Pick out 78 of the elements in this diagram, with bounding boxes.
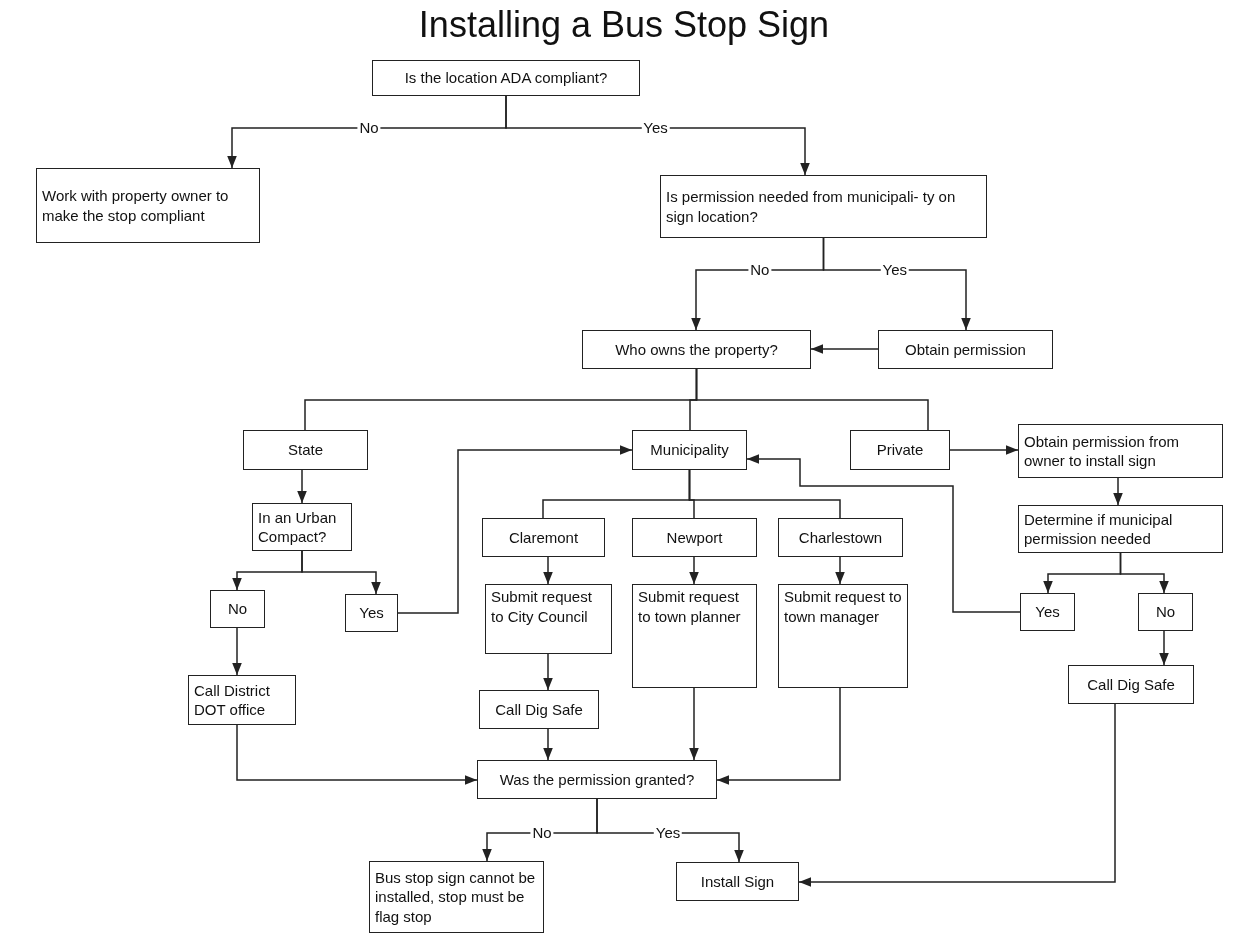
step-box: [485, 584, 612, 654]
arrow: [798, 703, 1116, 887]
step-box: [676, 862, 799, 901]
step-box: [778, 584, 908, 688]
arrow: [301, 550, 381, 595]
arrow: [236, 724, 478, 785]
arrow: [397, 445, 633, 614]
box-text: Newport: [666, 527, 723, 548]
step-box: [345, 594, 398, 632]
box-text: Was the permission granted?: [499, 769, 695, 790]
step-box: [1068, 665, 1194, 704]
box-text: Yes: [359, 603, 384, 623]
question-box: [372, 60, 640, 96]
box-text: Who owns the property?: [615, 339, 778, 360]
question-box: [252, 503, 352, 551]
step-box: [36, 168, 260, 243]
arrow: [1119, 552, 1169, 594]
box-text: State: [288, 440, 323, 460]
arrow: [543, 653, 553, 691]
box-text: Claremont: [508, 527, 579, 548]
box-text: No: [1155, 602, 1176, 622]
arrow: [505, 95, 810, 176]
box-text: Submit request to City Council: [491, 587, 593, 626]
step-box: [632, 518, 757, 557]
box-text: Determine if municipal permission needed: [1024, 509, 1174, 549]
step-box: [632, 430, 747, 470]
box-text: Call Dig Safe: [1087, 674, 1175, 695]
arrow: [835, 556, 845, 585]
box-text: Is permission needed from municipali- ty on sign location?: [666, 187, 957, 226]
arrow: [689, 556, 699, 585]
step-box: [1018, 424, 1223, 478]
arrow: [297, 469, 307, 504]
step-box: [632, 584, 757, 688]
step-box: [1138, 593, 1193, 631]
question-box: [1018, 505, 1223, 553]
step-box: [243, 430, 368, 470]
arrow: [746, 454, 1021, 613]
question-box: [660, 175, 987, 238]
step-box: [850, 430, 950, 470]
box-text: Bus stop sign cannot be installed, stop must be flag stop: [375, 867, 537, 927]
box-text: No: [227, 599, 248, 619]
box-text: Obtain permission: [905, 339, 1026, 360]
connector-line: [688, 469, 841, 519]
box-text: Municipality: [650, 440, 729, 460]
step-box: [482, 518, 605, 557]
box-text: Obtain permission from owner to install sign: [1024, 431, 1181, 471]
box-text: Submit request to town manager: [784, 587, 902, 626]
box-text: In an Urban Compact?: [258, 507, 338, 547]
step-box: [210, 590, 265, 628]
arrow: [543, 556, 553, 585]
arrow: [949, 445, 1019, 455]
question-box: [477, 760, 717, 799]
step-box: [188, 675, 296, 725]
step-box: [878, 330, 1053, 369]
diagram-title: Installing a Bus Stop Sign: [418, 4, 830, 46]
box-text: Call Dig Safe: [495, 699, 583, 720]
step-box: [369, 861, 544, 933]
connector-line: [695, 368, 929, 431]
arrow: [232, 627, 242, 676]
box-text: Install Sign: [700, 871, 775, 892]
step-box: [479, 690, 599, 729]
box-text: Submit request to town planner: [638, 587, 742, 626]
question-box: [582, 330, 811, 369]
arrow: [822, 237, 971, 331]
box-text: Yes: [1035, 602, 1060, 622]
arrow: [716, 687, 841, 785]
arrow: [1113, 477, 1123, 506]
arrow: [1159, 630, 1169, 666]
box-text: Charlestown: [798, 527, 883, 548]
step-box: [1020, 593, 1075, 631]
box-text: Private: [876, 440, 924, 460]
box-text: Work with property owner to make the stop compliant: [42, 186, 230, 225]
arrow: [810, 344, 879, 354]
step-box: [778, 518, 903, 557]
box-text: Is the location ADA compliant?: [404, 68, 608, 88]
arrow: [543, 728, 553, 761]
arrow: [689, 687, 699, 761]
box-text: Call District DOT office: [194, 680, 271, 720]
